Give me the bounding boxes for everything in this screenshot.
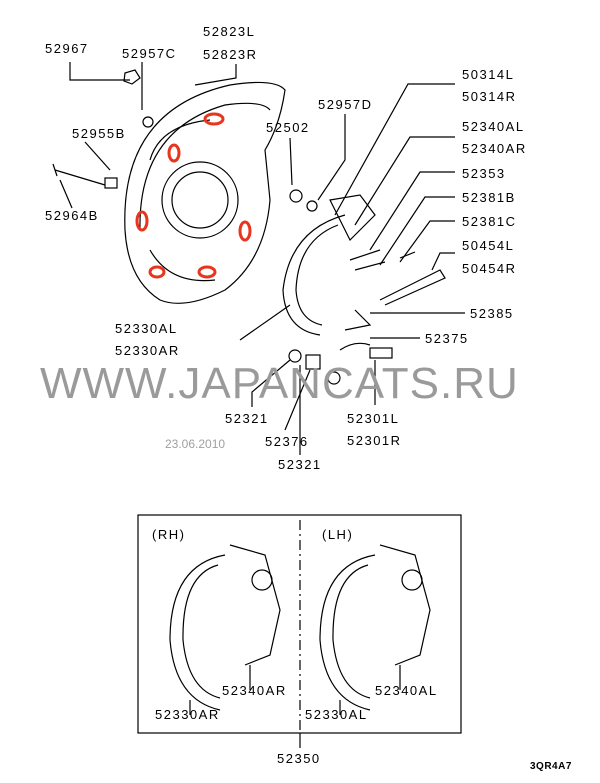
part-label[interactable]: 52823R <box>203 47 258 62</box>
part-label[interactable]: 52967 <box>45 41 89 56</box>
part-label[interactable]: 50454L <box>462 238 515 253</box>
part-label[interactable]: 52381B <box>462 190 516 205</box>
brake-shoe <box>282 194 446 336</box>
date-stamp: 23.06.2010 <box>165 437 226 451</box>
part-label[interactable]: 52321 <box>278 457 322 472</box>
part-label[interactable]: 52353 <box>462 166 506 181</box>
part-label[interactable]: 52301R <box>347 433 402 448</box>
part-label[interactable]: 52350 <box>277 751 321 766</box>
part-label[interactable]: 52385 <box>470 306 514 321</box>
part-label[interactable]: 52957D <box>318 97 373 112</box>
part-label[interactable]: 52340AR <box>462 141 527 156</box>
part-label[interactable]: 52823L <box>203 24 256 39</box>
part-label[interactable]: 50314R <box>462 89 517 104</box>
part-label[interactable]: 52301L <box>347 411 400 426</box>
watermark: WWW.JAPANCATS.RU <box>40 359 519 408</box>
part-label[interactable]: 52381C <box>462 214 517 229</box>
part-label[interactable]: 52340AL <box>375 683 438 698</box>
part-label[interactable]: 52957C <box>122 46 177 61</box>
part-label[interactable]: 50314L <box>462 67 515 82</box>
part-label[interactable]: 52375 <box>425 331 469 346</box>
part-label[interactable]: 52376 <box>265 434 309 449</box>
part-label[interactable]: 52964B <box>45 208 99 223</box>
part-label[interactable]: 52330AR <box>115 343 180 358</box>
part-label[interactable]: 52330AL <box>115 321 178 336</box>
part-label[interactable]: 52330AL <box>305 707 368 722</box>
part-label[interactable]: 52321 <box>225 411 269 426</box>
diagram-code: 3QR4A7 <box>530 761 572 772</box>
part-label[interactable]: 52955B <box>72 126 126 141</box>
part-label[interactable]: 52502 <box>266 120 310 135</box>
backing-plate <box>124 81 286 304</box>
rh-label: (RH) <box>152 527 186 542</box>
highlight-marks <box>135 112 252 279</box>
part-label[interactable]: 52340AL <box>462 119 525 134</box>
part-label[interactable]: 52340AR <box>222 683 287 698</box>
part-label[interactable]: 52330AR <box>155 707 220 722</box>
part-label[interactable]: 50454R <box>462 261 517 276</box>
lh-label: (LH) <box>322 527 354 542</box>
